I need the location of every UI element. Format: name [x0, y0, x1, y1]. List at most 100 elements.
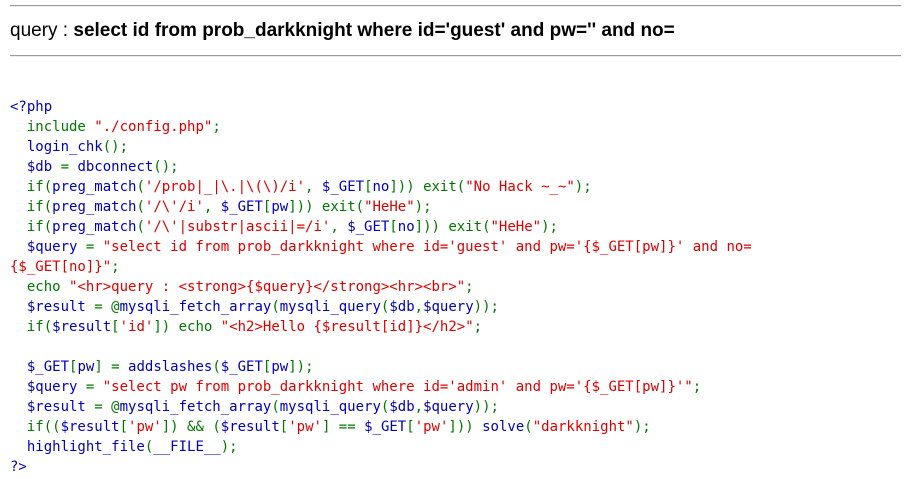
code-token: (: [136, 199, 145, 215]
code-token: ();: [153, 159, 179, 175]
code-token: <?php: [10, 99, 53, 115]
code-token: ;: [465, 279, 474, 295]
code-token: 'pw': [128, 419, 162, 435]
code-token: $result: [220, 419, 280, 435]
code-token: ]);: [288, 359, 314, 375]
code-token: highlight_file: [10, 439, 145, 455]
code-token: ])) exit(: [389, 179, 466, 195]
code-line: if(preg_match('/\'/i', $_GET[pw])) exit(…: [10, 197, 752, 217]
code-token: ,: [414, 299, 424, 315]
code-token: "select pw from prob_darkknight where id…: [102, 379, 693, 395]
code-token: $result: [10, 399, 95, 415]
code-token: solve: [482, 419, 525, 435]
code-token: pw: [271, 199, 289, 215]
code-token: = @: [94, 399, 120, 415]
code-token: ] ==: [321, 419, 365, 435]
code-token: [: [406, 419, 415, 435]
code-token: if(: [10, 219, 53, 235]
code-token: ));: [473, 299, 499, 315]
code-token: __FILE__: [153, 439, 221, 455]
code-token: $db: [389, 299, 415, 315]
code-token: mysqli_query: [279, 399, 381, 415]
code-token: {$_GET[no]}": [10, 259, 112, 275]
code-token: if((: [10, 419, 61, 435]
code-token: [: [119, 419, 129, 435]
code-token: $result: [52, 319, 112, 335]
bottom-divider: [10, 55, 901, 57]
code-token: preg_match: [52, 179, 137, 195]
highlighted-php-source: <?php include "./config.php"; login_chk(…: [10, 97, 752, 477]
code-token: (: [524, 419, 533, 435]
code-token: =: [60, 159, 78, 175]
code-token: "./config.php": [94, 119, 213, 135]
code-token: ,: [330, 219, 348, 235]
code-token: 'id': [119, 319, 154, 335]
code-token: pw: [77, 359, 95, 375]
code-token: no: [372, 179, 390, 195]
code-token: ,: [305, 179, 322, 195]
query-prefix: query :: [10, 20, 74, 41]
code-token: 'pw': [288, 419, 322, 435]
code-token: login_chk: [10, 139, 103, 155]
code-token: "<h2>Hello {$result[id]}</h2>": [220, 319, 474, 335]
code-token: ();: [102, 139, 129, 155]
code-token: $_GET: [347, 219, 390, 235]
code-line: if(($result['pw']) && ($result['pw'] == …: [10, 417, 752, 437]
code-token: ;: [692, 379, 702, 395]
code-token: (: [212, 359, 221, 375]
code-token: );: [574, 179, 592, 195]
code-token: );: [541, 219, 558, 235]
code-token: ;: [111, 259, 120, 275]
code-token: [: [279, 419, 289, 435]
code-token: ])): [448, 419, 483, 435]
code-token: $query: [423, 399, 474, 415]
code-token: [: [389, 219, 398, 235]
code-token: ?>: [10, 459, 27, 475]
code-token: "<hr>query : <strong>{$query}</strong><h…: [69, 279, 466, 295]
code-token: 'pw': [414, 419, 449, 435]
code-token: $_GET: [220, 199, 263, 215]
code-line: highlight_file(__FILE__);: [10, 437, 752, 457]
code-token: (: [380, 399, 390, 415]
code-token: $result: [10, 299, 95, 315]
code-token: mysqli_query: [279, 299, 381, 315]
code-token: ));: [473, 399, 499, 415]
code-line: $db = dbconnect();: [10, 157, 752, 177]
code-line: login_chk();: [10, 137, 752, 157]
code-token: ;: [473, 319, 483, 335]
code-token: $_GET: [220, 359, 263, 375]
code-token: = @: [94, 299, 120, 315]
code-token: '/\'|substr|ascii|=/i': [144, 219, 331, 235]
code-token: (: [144, 439, 154, 455]
code-token: [10, 339, 18, 355]
code-token: $_GET: [321, 179, 365, 195]
code-line: if($result['id']) echo "<h2>Hello {$resu…: [10, 317, 752, 337]
code-token: "HeHe": [364, 199, 415, 215]
code-token: (: [271, 399, 280, 415]
code-token: [: [69, 359, 78, 375]
code-token: [: [262, 199, 272, 215]
code-token: $query: [423, 299, 474, 315]
code-token: mysqli_fetch_array: [119, 399, 272, 415]
code-line: <?php: [10, 97, 752, 117]
code-token: echo: [10, 279, 70, 295]
code-token: ])) exit(: [414, 219, 491, 235]
code-token: $query: [10, 239, 86, 255]
code-token: ;: [212, 119, 221, 135]
code-token: "HeHe": [490, 219, 542, 235]
code-token: $_GET: [10, 359, 70, 375]
code-token: if(: [10, 179, 53, 195]
code-token: ] =: [94, 359, 129, 375]
code-token: "select id from prob_darkknight where id…: [102, 239, 752, 255]
code-line: ?>: [10, 457, 752, 477]
code-token: $db: [389, 399, 415, 415]
code-line: {$_GET[no]}";: [10, 257, 752, 277]
code-line: echo "<hr>query : <strong>{$query}</stro…: [10, 277, 752, 297]
code-token: $query: [10, 379, 86, 395]
code-token: addslashes: [128, 359, 213, 375]
code-line: $result = @mysqli_fetch_array(mysqli_que…: [10, 397, 752, 417]
code-token: ,: [414, 399, 424, 415]
query-sql: select id from prob_darkknight where id=…: [73, 20, 675, 41]
code-token: =: [85, 379, 103, 395]
